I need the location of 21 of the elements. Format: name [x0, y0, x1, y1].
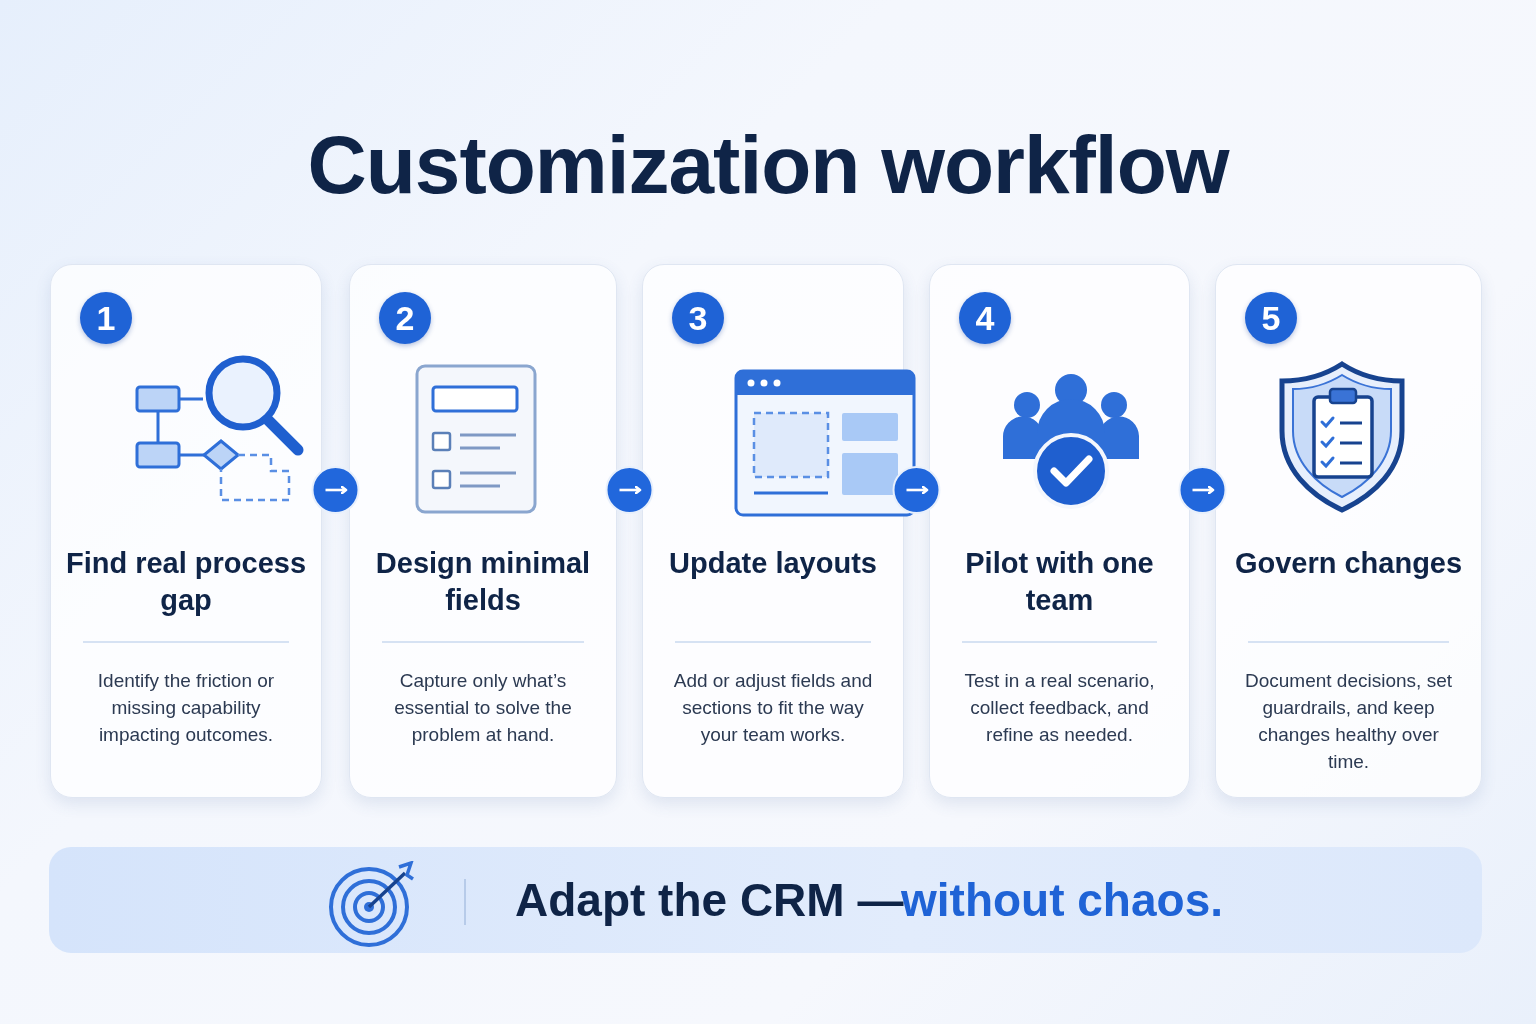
step-description: Document decisions, set guardrails, and keep changes healthy over time.	[1244, 669, 1453, 774]
step-title: Find real process gap	[64, 546, 308, 618]
step-card	[50, 264, 322, 798]
step-title: Govern changes	[1233, 546, 1464, 581]
step-card	[349, 264, 617, 798]
step-description: Add or adjust fields and sections to fit the way your team works.	[672, 669, 874, 747]
step-title: Update layouts	[668, 546, 878, 581]
step-card	[1215, 264, 1482, 798]
step-title: Design minimal fields	[374, 546, 592, 618]
step-number-badge: 5	[1245, 292, 1297, 344]
step-number-badge: 3	[672, 292, 724, 344]
step-title: Pilot with one team	[964, 546, 1155, 618]
step-card	[929, 264, 1190, 798]
title: Customization workflow	[306, 118, 1231, 212]
step-number-badge: 1	[80, 292, 132, 344]
tagline-banner	[49, 847, 1482, 953]
step-number-badge: 4	[959, 292, 1011, 344]
step-description: Test in a real scenario, collect feedback, and refine as needed.	[963, 669, 1156, 747]
step-description: Capture only what’s essential to solve the problem at hand.	[393, 669, 573, 747]
step-description: Identify the friction or missing capability impacting outcomes.	[96, 669, 276, 747]
step-number-badge: 2	[379, 292, 431, 344]
